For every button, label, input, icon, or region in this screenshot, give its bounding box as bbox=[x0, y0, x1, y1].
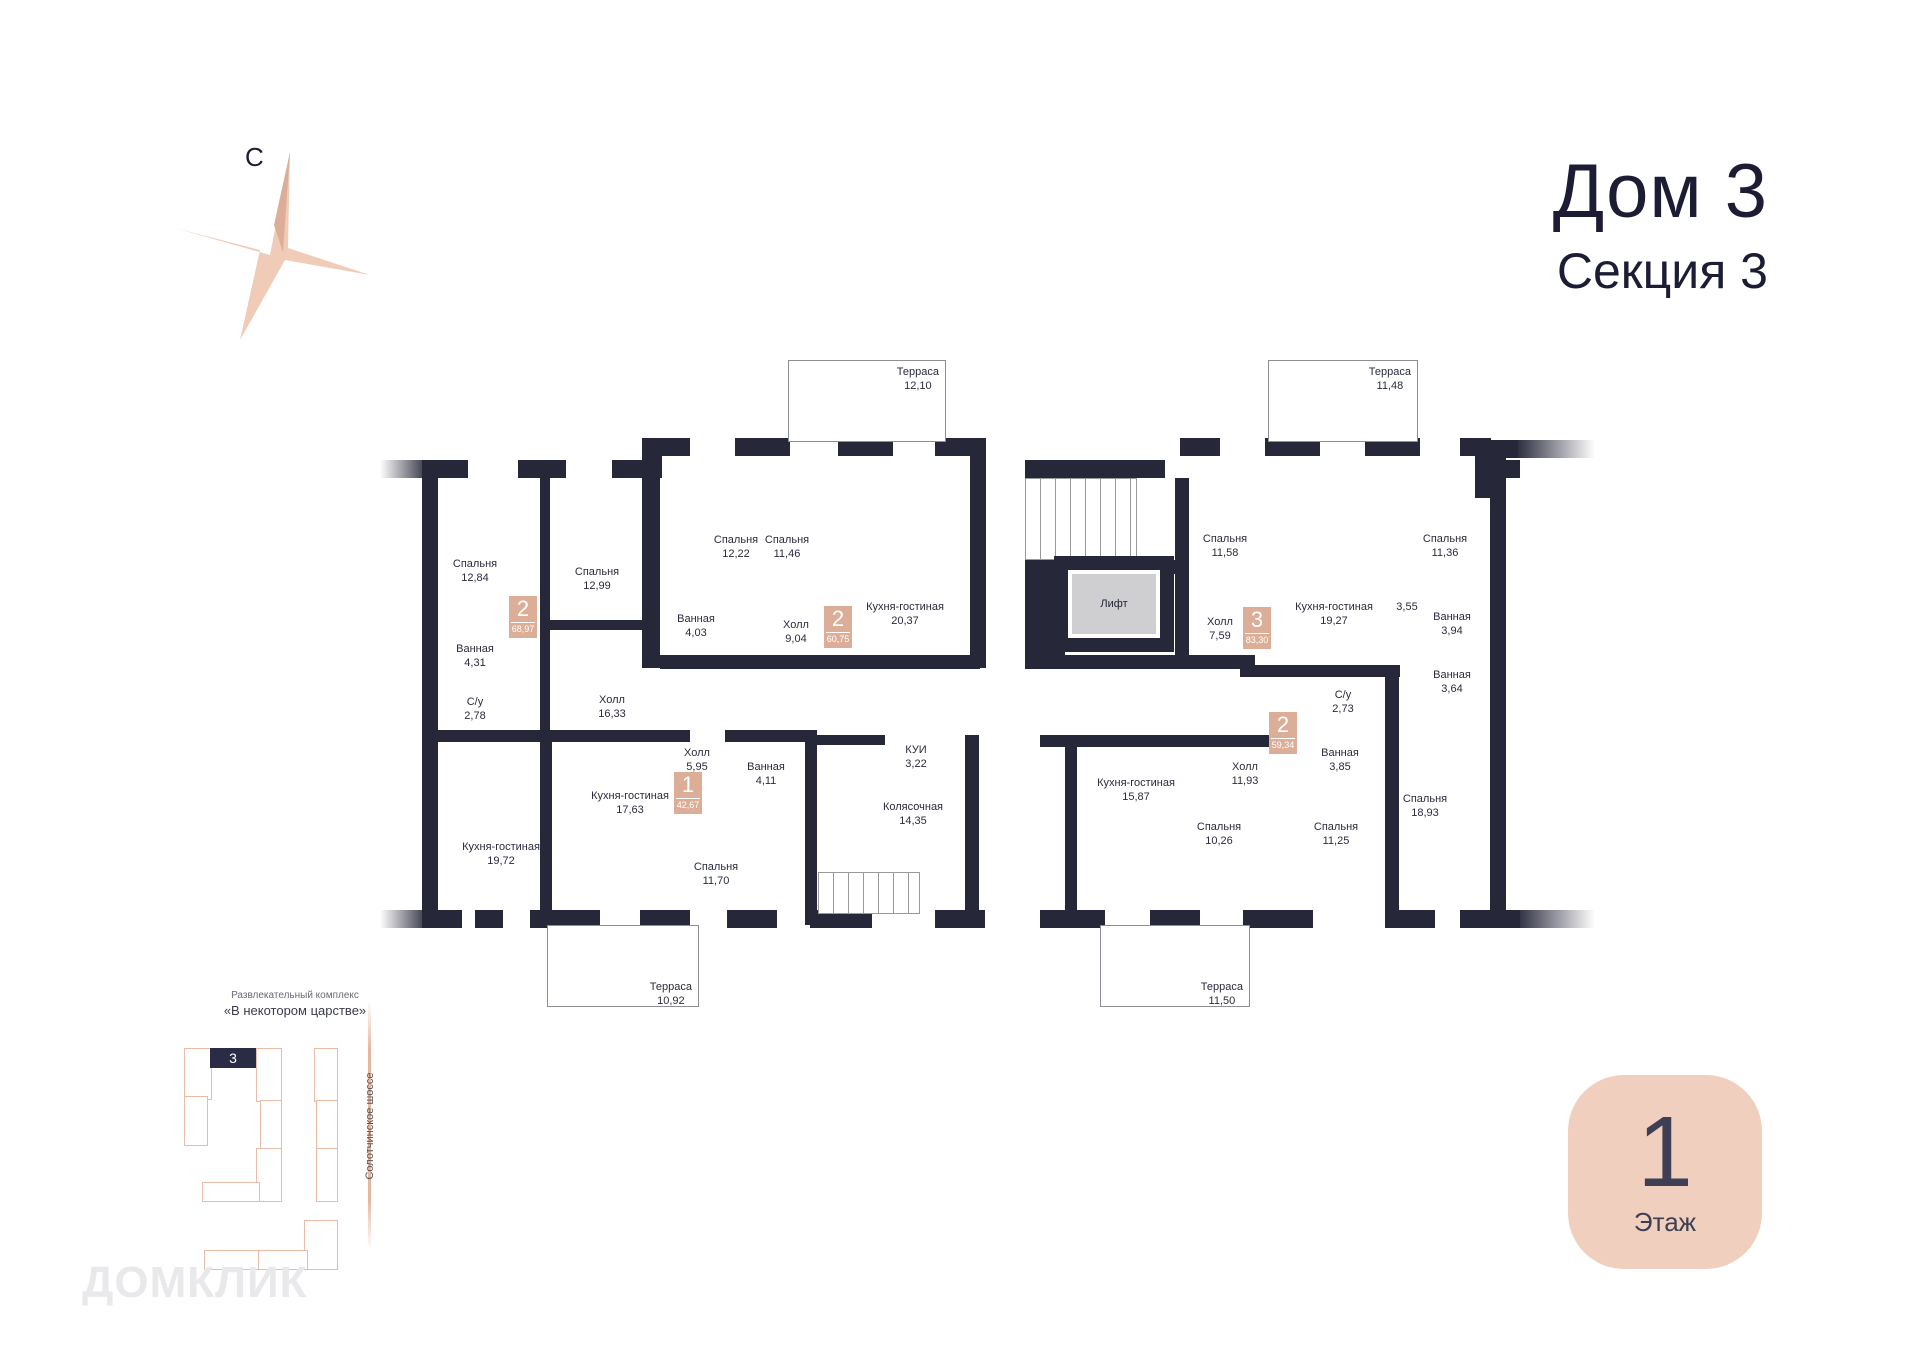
staircase-upper bbox=[1025, 478, 1137, 560]
lift-label: Лифт bbox=[1100, 598, 1128, 610]
floor-label: Этаж bbox=[1633, 1207, 1697, 1237]
floor-number: 1 bbox=[1637, 1096, 1693, 1208]
section-title: Секция 3 bbox=[1556, 243, 1768, 299]
site-landmark-line2: «В некотором царстве» bbox=[223, 1003, 367, 1018]
floor-indicator[interactable]: 1 Этаж bbox=[1568, 1075, 1762, 1269]
room-label: 3,55 bbox=[1396, 601, 1418, 613]
site-highlighted-building[interactable]: 3 bbox=[210, 1048, 256, 1068]
watermark: ДОМКЛИК bbox=[82, 1258, 308, 1307]
lift: Лифт bbox=[1054, 556, 1174, 652]
road-label: Солотчинское шоссе bbox=[364, 1072, 376, 1180]
site-landmark-line1: Развлекательный комплекс bbox=[231, 990, 359, 1001]
staircase-lower bbox=[818, 872, 920, 914]
compass-star-icon bbox=[175, 152, 370, 340]
compass-north-label: С bbox=[245, 142, 264, 172]
house-title: Дом 3 bbox=[1552, 149, 1768, 234]
road-line bbox=[368, 1000, 371, 1250]
